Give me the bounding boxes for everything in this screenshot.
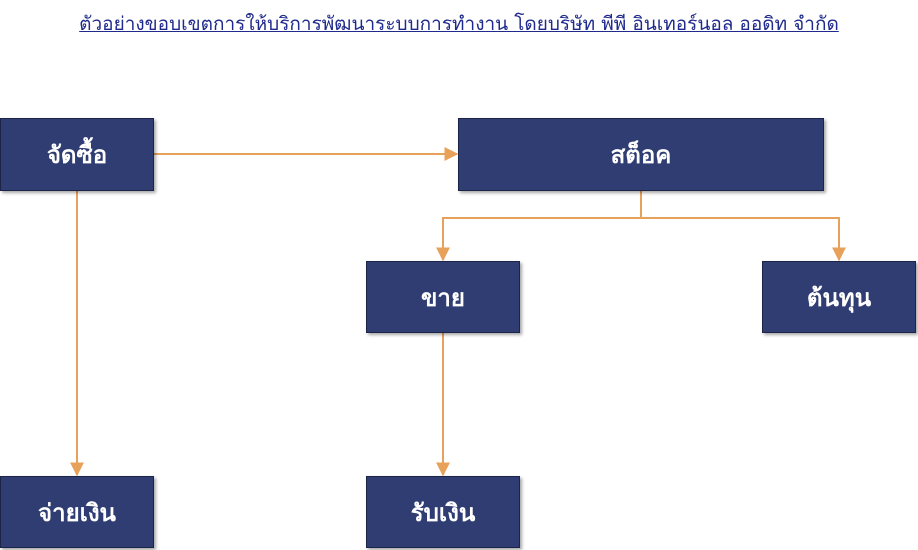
node-purchasing: จัดซื้อ xyxy=(0,118,154,191)
node-receipt-label: รับเงิน xyxy=(410,498,476,527)
node-sales-label: ขาย xyxy=(421,283,465,312)
node-cost-label: ต้นทุน xyxy=(806,283,872,312)
node-payment-label: จ่ายเงิน xyxy=(38,498,116,527)
node-payment: จ่ายเงิน xyxy=(0,476,154,548)
node-cost: ต้นทุน xyxy=(762,261,916,333)
diagram-title: ตัวอย่างขอบเขตการให้บริการพัฒนาระบบการทำ… xyxy=(79,13,839,35)
node-sales: ขาย xyxy=(366,261,520,333)
node-receipt: รับเงิน xyxy=(366,476,520,548)
node-purchasing-label: จัดซื้อ xyxy=(46,141,108,169)
node-stock-label: สต็อค xyxy=(610,141,672,169)
node-stock: สต็อค xyxy=(458,118,824,191)
